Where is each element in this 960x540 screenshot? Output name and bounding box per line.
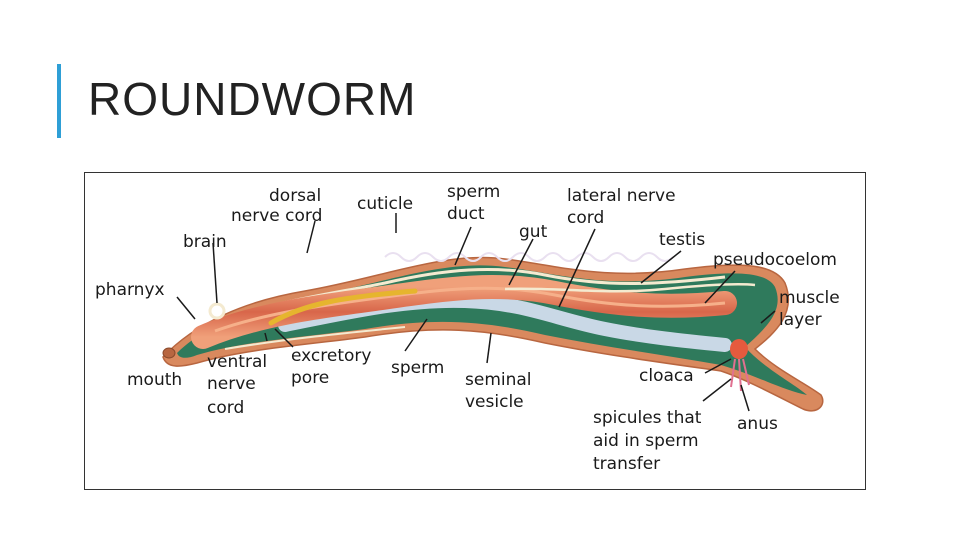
label-pharnyx: pharnyx	[95, 280, 165, 300]
roundworm-illustration: dorsal nerve cord cuticle sperm duct gut…	[95, 182, 845, 474]
brain-ring	[208, 302, 226, 320]
mouth-opening	[162, 347, 176, 359]
label-dorsal-nerve-cord: dorsal nerve cord	[231, 186, 327, 226]
lateral-nerve-cord	[504, 282, 756, 293]
label-anus: anus	[737, 414, 778, 434]
label-sperm-duct: sperm duct	[447, 182, 506, 224]
label-sperm: sperm	[391, 358, 444, 378]
sperm-duct-coils	[384, 252, 674, 262]
label-cloaca: cloaca	[639, 366, 694, 386]
excretory-canal	[268, 288, 418, 326]
label-ventral-nerve-cord: ventral nerve cord	[207, 352, 273, 418]
label-seminal-vesicle: seminal vesicle	[465, 370, 537, 412]
label-lateral-nerve-cord: lateral nerve cord	[567, 186, 681, 228]
ventral-nerve-cord-line	[224, 326, 406, 350]
title-accent-bar	[57, 64, 61, 138]
label-excretory-pore: excretory pore	[291, 346, 377, 388]
label-mouth: mouth	[127, 370, 182, 390]
label-muscle-layer: muscle layer	[779, 288, 845, 330]
label-testis: testis	[659, 230, 705, 250]
pointer-lines	[176, 213, 776, 412]
slide-title: ROUNDWORM	[88, 73, 417, 125]
roundworm-diagram: dorsal nerve cord cuticle sperm duct gut…	[84, 172, 866, 490]
cloaca	[730, 339, 748, 359]
label-brain: brain	[183, 232, 227, 252]
label-gut: gut	[519, 222, 548, 242]
label-pseudocoelom: pseudocoelom	[713, 250, 837, 270]
label-spicules: spicules that aid in sperm transfer	[593, 408, 707, 474]
label-cuticle: cuticle	[357, 194, 413, 214]
